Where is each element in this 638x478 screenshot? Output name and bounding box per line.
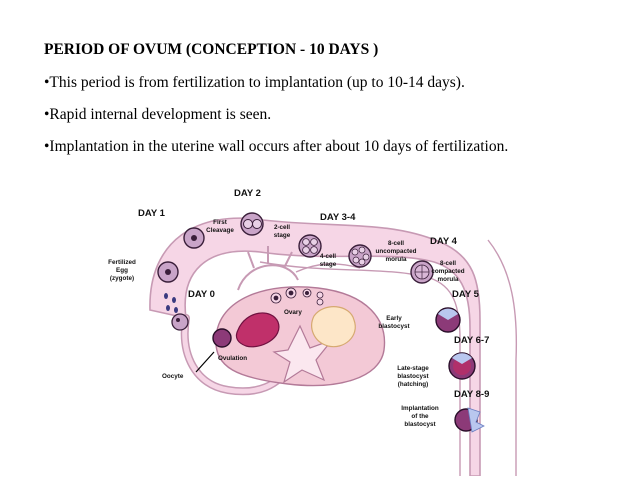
day-8-9-label: DAY 8-9 xyxy=(454,389,489,400)
early-blastocyst xyxy=(435,307,461,333)
early-blastocyst-label: Early blastocyst xyxy=(378,315,410,330)
eight-cell-uncompacted-label: 8-cell uncompacted morula xyxy=(376,240,417,263)
uterine-wall-outer xyxy=(487,239,518,476)
oocyte-pointer xyxy=(195,351,215,373)
implantation-label: Implantation of the blastocyst xyxy=(401,405,439,428)
ovary-label: Ovary xyxy=(284,309,302,316)
svg-text:Egg: Egg xyxy=(116,267,128,274)
eight-cell-compacted-morula xyxy=(410,260,434,284)
svg-text:Implantation: Implantation xyxy=(401,405,439,412)
fimbriae xyxy=(237,246,299,291)
sperm-cells xyxy=(164,293,178,313)
bullet-implantation-timing: •Implantation in the uterine wall occurs… xyxy=(44,138,509,155)
bullet-fertilization-period: •This period is from fertilization to im… xyxy=(44,74,465,91)
late-stage-blastocyst xyxy=(448,352,476,380)
late-blastocyst-label: Late-stage blastocyst (hatching) xyxy=(397,365,429,388)
svg-text:First: First xyxy=(213,219,228,226)
svg-text:Fertilized: Fertilized xyxy=(108,259,136,266)
day-labels: DAY 1 DAY 2 DAY 3-4 DAY 4 DAY 0 DAY 5 DA… xyxy=(138,188,489,400)
fertilized-egg-pronuclei xyxy=(171,313,189,331)
fertilized-egg-label: Fertilized Egg (zygote) xyxy=(108,259,136,282)
oocyte-label: Oocyte xyxy=(162,373,184,380)
svg-text:(zygote): (zygote) xyxy=(110,275,134,282)
svg-text:blastocyst: blastocyst xyxy=(378,323,410,330)
four-cell-label: 4-cell stage xyxy=(320,253,337,268)
developing-follicles xyxy=(270,287,324,306)
slide-title: PERIOD OF OVUM (CONCEPTION - 10 DAYS ) xyxy=(44,41,379,58)
svg-text:8-cell: 8-cell xyxy=(388,240,404,247)
day-2-label: DAY 2 xyxy=(234,188,261,199)
oocyte-cell xyxy=(212,328,232,348)
svg-text:4-cell: 4-cell xyxy=(320,253,336,260)
svg-text:Cleavage: Cleavage xyxy=(206,227,234,234)
two-cell-label: 2-cell stage xyxy=(274,224,291,239)
ovulation-label: Ovulation xyxy=(218,355,247,362)
conception-diagram: DAY 1 DAY 2 DAY 3-4 DAY 4 DAY 0 DAY 5 DA… xyxy=(108,188,518,476)
svg-text:8-cell: 8-cell xyxy=(440,260,456,267)
tube-arrow xyxy=(295,263,361,273)
svg-text:Early: Early xyxy=(386,315,402,322)
day-1-label: DAY 1 xyxy=(138,208,166,219)
svg-text:blastocyst: blastocyst xyxy=(404,421,436,428)
day-4-label: DAY 4 xyxy=(430,236,458,247)
day-5-label: DAY 5 xyxy=(452,289,480,300)
svg-text:of the: of the xyxy=(411,413,429,420)
first-cleavage-cell xyxy=(183,227,205,249)
mature-follicle xyxy=(311,306,356,348)
day-0-label: DAY 0 xyxy=(188,289,215,300)
svg-text:blastocyst: blastocyst xyxy=(397,373,429,380)
four-cell-embryo xyxy=(298,234,322,258)
two-cell-embryo xyxy=(240,212,264,236)
svg-text:compacted: compacted xyxy=(431,268,464,275)
svg-text:morula: morula xyxy=(386,256,407,263)
eight-cell-compacted-label: 8-cell compacted morula xyxy=(431,260,464,283)
first-cleavage-label: First Cleavage xyxy=(206,219,234,234)
eight-cell-uncompacted-morula xyxy=(348,244,372,268)
svg-text:Late-stage: Late-stage xyxy=(397,365,429,372)
corpus-luteum xyxy=(235,312,280,348)
implanting-blastocyst xyxy=(454,407,485,433)
svg-text:stage: stage xyxy=(320,261,337,268)
svg-text:uncompacted: uncompacted xyxy=(376,248,417,255)
svg-text:(hatching): (hatching) xyxy=(398,381,428,388)
day-6-7-label: DAY 6-7 xyxy=(454,335,489,346)
day-3-4-label: DAY 3-4 xyxy=(320,212,356,223)
svg-text:morula: morula xyxy=(438,276,459,283)
svg-text:2-cell: 2-cell xyxy=(274,224,290,231)
ruptured-follicle xyxy=(272,324,334,384)
bullet-rapid-development: •Rapid internal development is seen. xyxy=(44,106,272,123)
svg-text:stage: stage xyxy=(274,232,291,239)
zygote xyxy=(157,261,179,283)
